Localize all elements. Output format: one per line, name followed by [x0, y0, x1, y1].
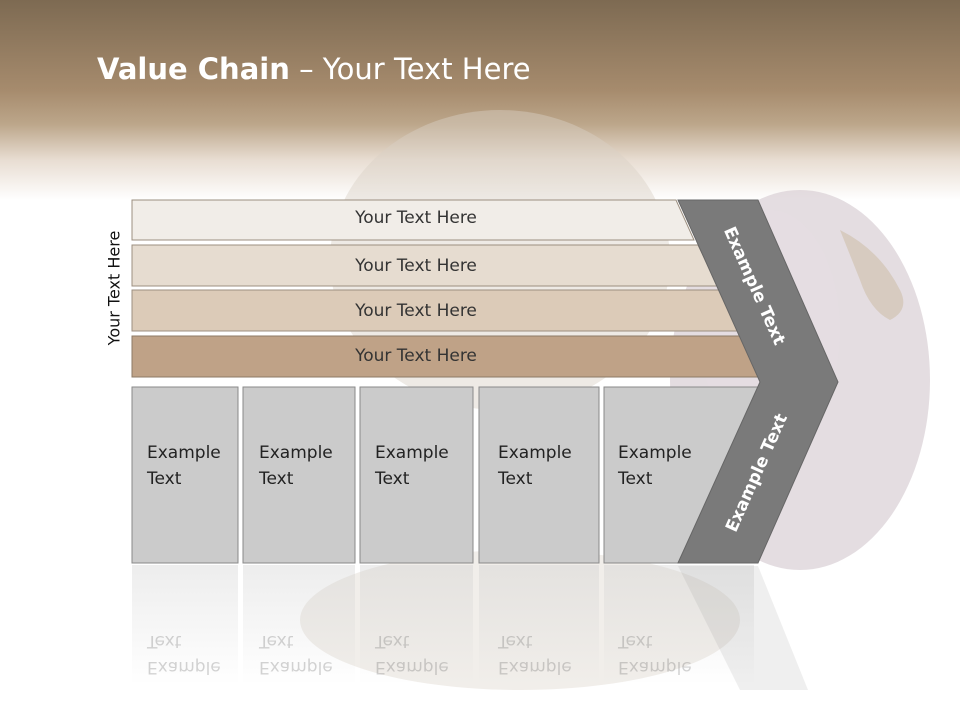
column-5-line2: Text — [618, 469, 653, 489]
bar-4-label: Your Text Here — [355, 346, 477, 366]
column-3-line2: Text — [375, 469, 410, 489]
column-3-reflection-line1: Example — [375, 657, 449, 677]
column-2-reflection-text: Example Text — [259, 628, 333, 680]
column-5-reflection-line2: Text — [618, 631, 653, 651]
column-5-reflection-text: Example Text — [618, 628, 692, 680]
column-4-reflection-text: Example Text — [498, 628, 572, 680]
column-2-label: Example Text — [259, 440, 333, 492]
column-4-reflection-line1: Example — [498, 657, 572, 677]
column-3 — [359, 386, 474, 564]
column-2-reflection-line1: Example — [259, 657, 333, 677]
bar-2-label: Your Text Here — [355, 256, 477, 276]
column-3-reflection-text: Example Text — [375, 628, 449, 680]
column-5-line1: Example — [618, 443, 692, 463]
column-1 — [131, 386, 239, 564]
column-4-label: Example Text — [498, 440, 572, 492]
column-4 — [478, 386, 600, 564]
title-rest: – Your Text Here — [289, 52, 531, 86]
chevron-arrow — [677, 199, 839, 564]
column-2-reflection — [243, 565, 355, 685]
column-2-reflection-line2: Text — [259, 631, 294, 651]
column-1-label: Example Text — [147, 440, 221, 492]
column-5-reflection — [604, 565, 754, 685]
column-5-label: Example Text — [618, 440, 692, 492]
column-1-line1: Example — [147, 443, 221, 463]
column-1-line2: Text — [147, 469, 182, 489]
column-4-reflection-line2: Text — [498, 631, 533, 651]
chevron-reflection — [678, 566, 808, 690]
column-2 — [242, 386, 356, 564]
column-3-reflection-line2: Text — [375, 631, 410, 651]
column-2-line2: Text — [259, 469, 294, 489]
bar-1 — [131, 199, 695, 241]
column-1-reflection-line1: Example — [147, 657, 221, 677]
column-2-line1: Example — [259, 443, 333, 463]
column-1-reflection-line2: Text — [147, 631, 182, 651]
bar-3-label: Your Text Here — [355, 301, 477, 321]
header-band — [0, 0, 960, 200]
column-3-reflection — [360, 565, 473, 685]
column-3-label: Example Text — [375, 440, 449, 492]
title-bold: Value Chain — [97, 52, 290, 86]
bar-1-label: Your Text Here — [355, 208, 477, 228]
column-5-reflection-line1: Example — [618, 657, 692, 677]
column-1-reflection — [132, 565, 238, 685]
column-4-line2: Text — [498, 469, 533, 489]
column-4-line1: Example — [498, 443, 572, 463]
column-3-line1: Example — [375, 443, 449, 463]
column-1-reflection-text: Example Text — [147, 628, 221, 680]
slide-title: Value Chain – Your Text Here — [97, 52, 531, 86]
column-4-reflection — [479, 565, 599, 685]
